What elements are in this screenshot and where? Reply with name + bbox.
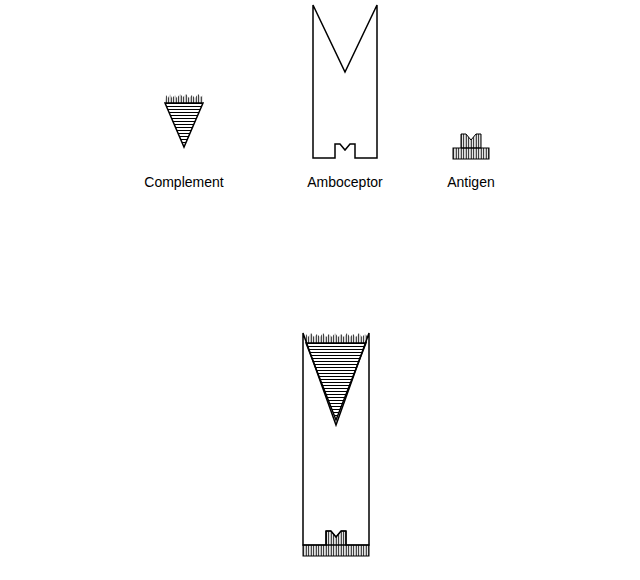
part-label: Complement [144, 174, 223, 191]
part-label: Antigen [447, 174, 494, 191]
complex-symbol [303, 333, 369, 556]
complement-symbol [165, 94, 203, 147]
antigen-symbol [453, 134, 489, 159]
amboceptor-symbol [313, 5, 377, 158]
part-label: Amboceptor [307, 174, 382, 191]
